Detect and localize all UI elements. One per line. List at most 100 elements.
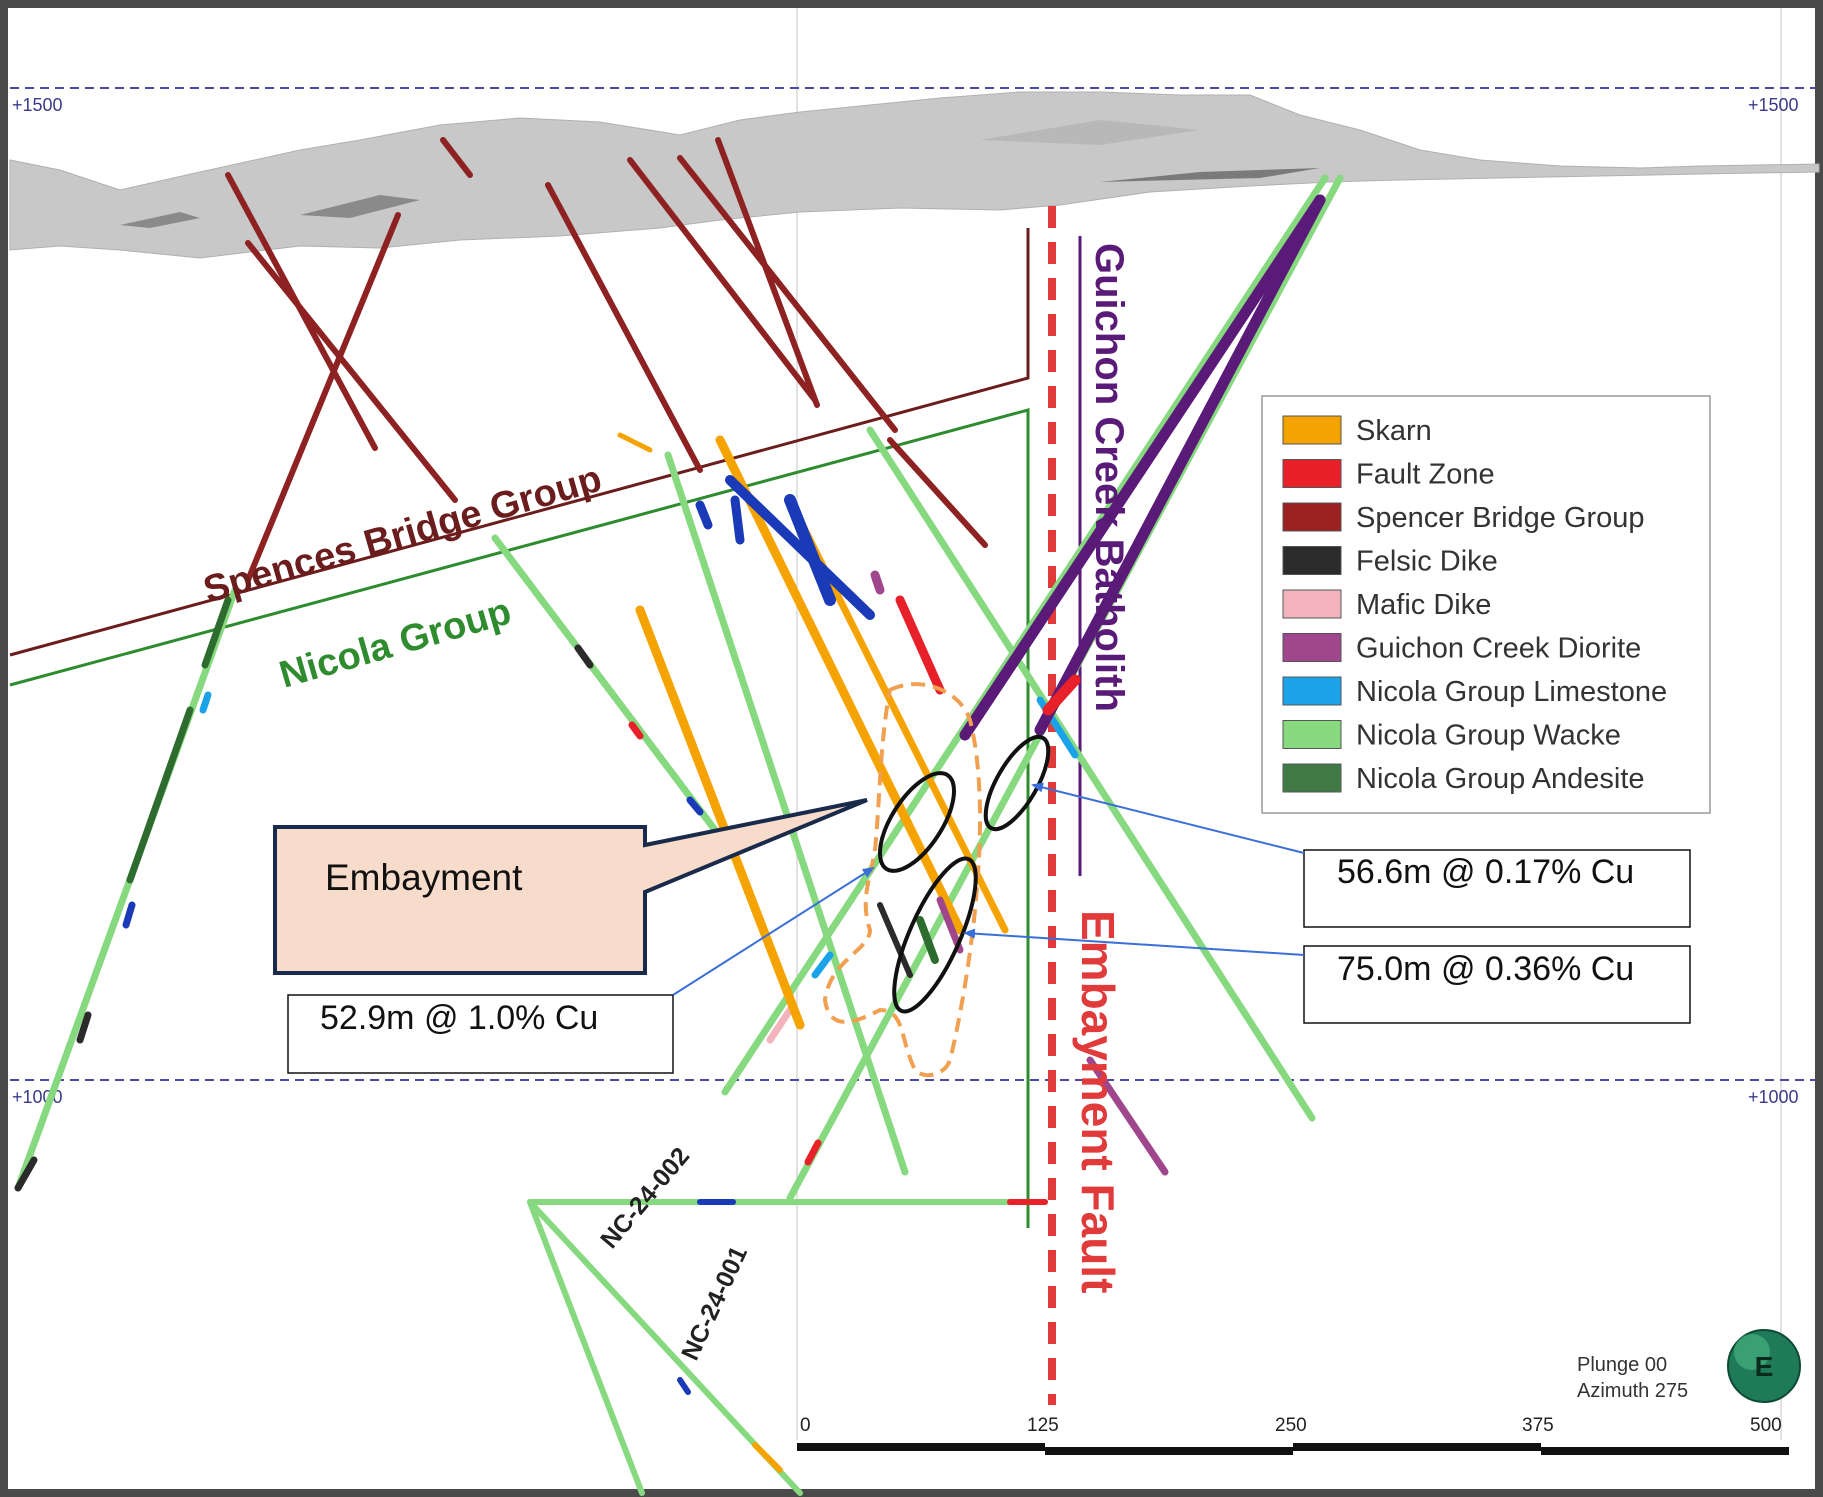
legend-label: Felsic Dike (1356, 546, 1498, 578)
drillhole-segment (1042, 674, 1081, 716)
drillhole-trace (887, 437, 988, 548)
legend-swatch (1282, 415, 1342, 445)
drillhole-segment (617, 432, 653, 453)
embayment-callout-label: Embayment (325, 857, 523, 898)
drillhole-trace (866, 426, 1316, 1122)
drillhole-segment (686, 796, 704, 816)
arrow-intercept-1 (1031, 782, 1305, 854)
drillhole-segment (811, 951, 834, 979)
drillhole-trace (545, 182, 703, 473)
legend-label: Nicola Group Limestone (1356, 676, 1667, 708)
embayment-callout-shape (273, 798, 868, 975)
intercept-ellipse (877, 771, 957, 873)
drillhole-trace (14, 586, 239, 1192)
drillhole-segment (877, 902, 913, 978)
legend-swatch (1282, 459, 1342, 488)
drillhole-segment (677, 1377, 691, 1395)
scale-tick-250: 250 (1275, 1415, 1307, 1436)
drillhole-trace (1034, 194, 1326, 736)
drillhole-segment (916, 916, 939, 964)
topography-dark-band (300, 195, 420, 218)
intercept-box-1 (1303, 849, 1691, 928)
intercept-label-1: 56.6m @ 0.17% Cu (1337, 853, 1634, 891)
legend-swatch (1282, 720, 1342, 749)
legend-label: Mafic Dike (1356, 589, 1491, 621)
elevation-label-1000-right: +1000 (1748, 1087, 1799, 1107)
intercept-label-2: 75.0m @ 0.36% Cu (1337, 950, 1634, 988)
legend-label: Nicola Group Wacke (1356, 720, 1621, 752)
drillhole-trace (627, 157, 818, 403)
drillhole-trace (245, 212, 401, 583)
drillhole-trace (635, 605, 805, 1030)
drillhole-segment (628, 721, 644, 740)
topography-dark-band (980, 120, 1200, 145)
drillhole-trace (677, 155, 898, 433)
elevation-label-1500-left: +1500 (12, 95, 63, 115)
compass-globe-highlight (1734, 1334, 1770, 1370)
intercept-label-3: 52.9m @ 1.0% Cu (320, 999, 598, 1037)
skarn-drillholes (617, 432, 1009, 1030)
scale-bar-segment (1541, 1447, 1789, 1455)
spences-bridge-contact (9, 228, 1030, 657)
drillhole-segment (76, 1011, 92, 1044)
drillhole-segment (14, 1156, 38, 1192)
legend-label: Fault Zone (1356, 459, 1495, 491)
drillhole-trace (491, 534, 719, 834)
drillhole-segment (766, 1006, 794, 1044)
drillhole-segment (730, 495, 745, 545)
topography-dark-band (1100, 168, 1320, 182)
spences-bridge-drillholes (225, 137, 988, 583)
scale-bar-segment (1045, 1447, 1293, 1455)
drillhole-segment (199, 691, 212, 714)
legend-label: Skarn (1356, 415, 1432, 447)
drillhole-segment (804, 1139, 822, 1166)
legend-label: Nicola Group Andesite (1356, 763, 1645, 795)
scale-tick-125: 125 (1027, 1415, 1059, 1436)
legend-swatch (1282, 546, 1342, 575)
drillhole-segment (574, 644, 594, 669)
topography-surface (9, 91, 1820, 259)
scale-tick-375: 375 (1522, 1415, 1554, 1436)
legend-swatch (1282, 589, 1342, 619)
compass-direction: E (1755, 1351, 1774, 1382)
batholith-label: Guichon Creek Batholith (1087, 243, 1131, 712)
scale-tick-0: 0 (800, 1415, 811, 1436)
batholith-drillholes (959, 194, 1326, 1176)
legend-swatch (1282, 502, 1342, 532)
drillhole-segment (784, 494, 836, 606)
drillhole-segment (126, 706, 194, 884)
legend-swatch (1282, 676, 1342, 706)
drillhole-trace (715, 435, 965, 935)
drillhole-segment (870, 570, 885, 595)
plunge-label: Plunge 00 (1577, 1354, 1667, 1376)
intercept-ellipse (892, 856, 978, 1014)
intercept-box-3 (287, 994, 674, 1074)
scale-bar: 0 125 250 375 500 (797, 1415, 1789, 1455)
drillhole-segment (695, 500, 713, 530)
drillhole-segment (936, 896, 964, 954)
nicola-contact (9, 408, 1030, 1228)
drillhole-trace (245, 240, 458, 503)
drillhole-segment (752, 1442, 783, 1473)
drillhole-trace (725, 475, 875, 620)
scale-bar-segment (797, 1443, 1045, 1451)
embayment-fault-label: Embayment Fault (1072, 910, 1124, 1293)
drillhole-trace (959, 194, 1326, 741)
drillhole-trace (1086, 1056, 1169, 1176)
azimuth-label: Azimuth 275 (1577, 1380, 1688, 1402)
drillhole-trace (440, 137, 473, 178)
legend-swatch (1282, 763, 1342, 793)
arrow-intercept-2 (963, 928, 1305, 956)
drillhole-segment (201, 596, 232, 669)
embayment-outline (822, 682, 982, 1078)
drillhole-segment (122, 901, 136, 929)
intercept-ellipse (983, 734, 1051, 832)
scale-tick-500: 500 (1750, 1415, 1782, 1436)
legend-swatch (1282, 633, 1342, 662)
intercept-box-2 (1303, 945, 1691, 1024)
scale-bar-segment (1293, 1443, 1541, 1451)
